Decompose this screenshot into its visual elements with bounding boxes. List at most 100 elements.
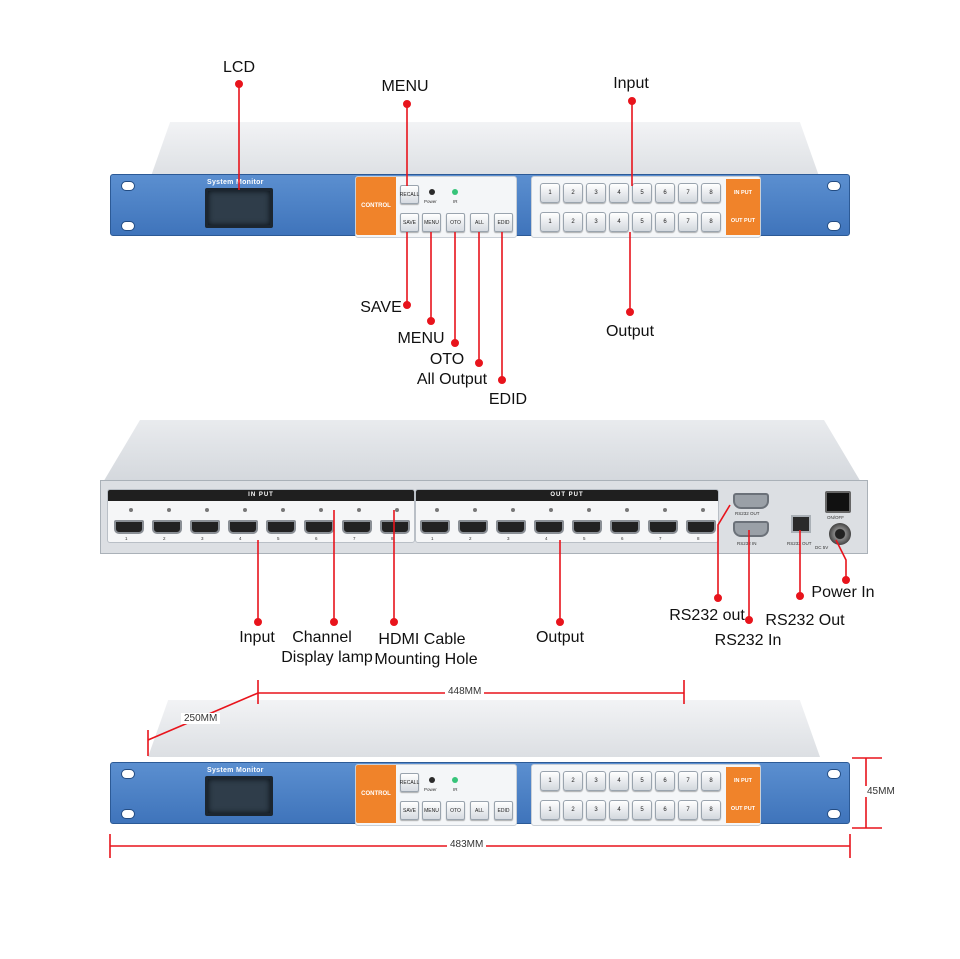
output-button-4[interactable]: 4 bbox=[609, 800, 629, 820]
hdmi-output-port[interactable] bbox=[420, 520, 450, 534]
output-button-7[interactable]: 7 bbox=[678, 800, 698, 820]
callout-rear-output: Output bbox=[535, 629, 585, 646]
channel-lamp bbox=[625, 508, 629, 512]
input-button-8[interactable]: 8 bbox=[701, 771, 721, 791]
callout-edid: EDID bbox=[488, 391, 528, 408]
rear-input-header: IN PUT bbox=[108, 490, 414, 501]
callout-channel-1: Channel bbox=[292, 629, 352, 646]
menu-button[interactable]: MENU bbox=[422, 801, 441, 820]
callout-save: SAVE bbox=[360, 299, 402, 316]
dc-power-jack[interactable] bbox=[829, 523, 851, 545]
rear-panel: IN PUT 1 2 3 4 5 6 7 8 O bbox=[100, 480, 868, 554]
output-button-6[interactable]: 6 bbox=[655, 212, 675, 232]
output-button-8[interactable]: 8 bbox=[701, 800, 721, 820]
rack-ear-hole bbox=[827, 809, 841, 819]
input-tab: IN PUT bbox=[726, 767, 760, 795]
control-tab: CONTROL bbox=[356, 765, 396, 823]
hdmi-input-port[interactable] bbox=[304, 520, 334, 534]
rear-input-strip: IN PUT 1 2 3 4 5 6 7 8 bbox=[107, 489, 415, 543]
save-button[interactable]: SAVE bbox=[400, 801, 419, 820]
hdmi-input-port[interactable] bbox=[152, 520, 182, 534]
rs232-in-label: RS232 IN bbox=[737, 541, 757, 546]
oto-button[interactable]: OTO bbox=[446, 213, 465, 232]
hdmi-output-port[interactable] bbox=[496, 520, 526, 534]
input-button-7[interactable]: 7 bbox=[678, 183, 698, 203]
control-section: CONTROL RECALL Power IR SAVE MENU OTO AL… bbox=[355, 764, 517, 826]
rs232-out-port[interactable] bbox=[733, 493, 769, 509]
menu-button[interactable]: MENU bbox=[422, 213, 441, 232]
input-button-6[interactable]: 6 bbox=[655, 771, 675, 791]
output-button-1[interactable]: 1 bbox=[540, 800, 560, 820]
input-button-5[interactable]: 5 bbox=[632, 771, 652, 791]
hdmi-output-port[interactable] bbox=[534, 520, 564, 534]
hdmi-output-port[interactable] bbox=[572, 520, 602, 534]
recall-button[interactable]: RECALL bbox=[400, 773, 419, 792]
recall-button[interactable]: RECALL bbox=[400, 185, 419, 204]
rs232-in-port[interactable] bbox=[733, 521, 769, 537]
output-button-5[interactable]: 5 bbox=[632, 800, 652, 820]
edid-button[interactable]: EDID bbox=[494, 213, 513, 232]
hdmi-input-port[interactable] bbox=[114, 520, 144, 534]
output-button-3[interactable]: 3 bbox=[586, 212, 606, 232]
output-button-2[interactable]: 2 bbox=[563, 212, 583, 232]
input-button-4[interactable]: 4 bbox=[609, 183, 629, 203]
power-led bbox=[429, 189, 435, 195]
input-button-7[interactable]: 7 bbox=[678, 771, 698, 791]
output-button-5[interactable]: 5 bbox=[632, 212, 652, 232]
dim-448: 448MM bbox=[445, 686, 485, 697]
hdmi-input-port[interactable] bbox=[190, 520, 220, 534]
hdmi-output-port[interactable] bbox=[610, 520, 640, 534]
edid-button[interactable]: EDID bbox=[494, 801, 513, 820]
callout-menu-top: MENU bbox=[381, 78, 429, 95]
channel-lamp bbox=[243, 508, 247, 512]
output-button-4[interactable]: 4 bbox=[609, 212, 629, 232]
rack-ear-hole bbox=[121, 769, 135, 779]
input-button-4[interactable]: 4 bbox=[609, 771, 629, 791]
hdmi-input-port[interactable] bbox=[228, 520, 258, 534]
save-button[interactable]: SAVE bbox=[400, 213, 419, 232]
output-button-1[interactable]: 1 bbox=[540, 212, 560, 232]
hdmi-input-port[interactable] bbox=[342, 520, 372, 534]
all-button[interactable]: ALL bbox=[470, 801, 489, 820]
top-chassis-roof bbox=[150, 122, 820, 179]
power-switch[interactable] bbox=[825, 491, 851, 513]
output-button-3[interactable]: 3 bbox=[586, 800, 606, 820]
ir-led bbox=[452, 777, 458, 783]
input-button-2[interactable]: 2 bbox=[563, 183, 583, 203]
callout-rs232-in: RS232 In bbox=[714, 632, 782, 649]
callout-output: Output bbox=[605, 323, 655, 340]
callout-channel-2: Display lamp bbox=[281, 649, 373, 666]
input-button-3[interactable]: 3 bbox=[586, 183, 606, 203]
output-button-6[interactable]: 6 bbox=[655, 800, 675, 820]
hdmi-input-port[interactable] bbox=[266, 520, 296, 534]
input-button-2[interactable]: 2 bbox=[563, 771, 583, 791]
all-button[interactable]: ALL bbox=[470, 213, 489, 232]
output-button-7[interactable]: 7 bbox=[678, 212, 698, 232]
input-button-8[interactable]: 8 bbox=[701, 183, 721, 203]
rear-chassis-roof bbox=[102, 420, 862, 484]
hdmi-output-port[interactable] bbox=[458, 520, 488, 534]
port-number: 1 bbox=[125, 536, 128, 541]
callout-lcd: LCD bbox=[222, 59, 256, 76]
callout-rs232-out2: RS232 Out bbox=[765, 612, 845, 629]
oto-button[interactable]: OTO bbox=[446, 801, 465, 820]
input-button-1[interactable]: 1 bbox=[540, 771, 560, 791]
rear-output-header: OUT PUT bbox=[416, 490, 718, 501]
input-button-6[interactable]: 6 bbox=[655, 183, 675, 203]
hdmi-output-port[interactable] bbox=[686, 520, 716, 534]
rj45-rs232-port[interactable] bbox=[791, 515, 811, 533]
port-number: 4 bbox=[239, 536, 242, 541]
input-button-3[interactable]: 3 bbox=[586, 771, 606, 791]
system-monitor-label: System Monitor bbox=[207, 767, 264, 774]
channel-lamp bbox=[701, 508, 705, 512]
input-button-5[interactable]: 5 bbox=[632, 183, 652, 203]
output-button-2[interactable]: 2 bbox=[563, 800, 583, 820]
hdmi-output-port[interactable] bbox=[648, 520, 678, 534]
output-button-8[interactable]: 8 bbox=[701, 212, 721, 232]
input-button-1[interactable]: 1 bbox=[540, 183, 560, 203]
hdmi-input-port[interactable] bbox=[380, 520, 410, 534]
front-panel-bottom: System Monitor CONTROL RECALL Power IR S… bbox=[110, 762, 850, 826]
callout-power-in: Power In bbox=[811, 584, 875, 601]
ir-led bbox=[452, 189, 458, 195]
